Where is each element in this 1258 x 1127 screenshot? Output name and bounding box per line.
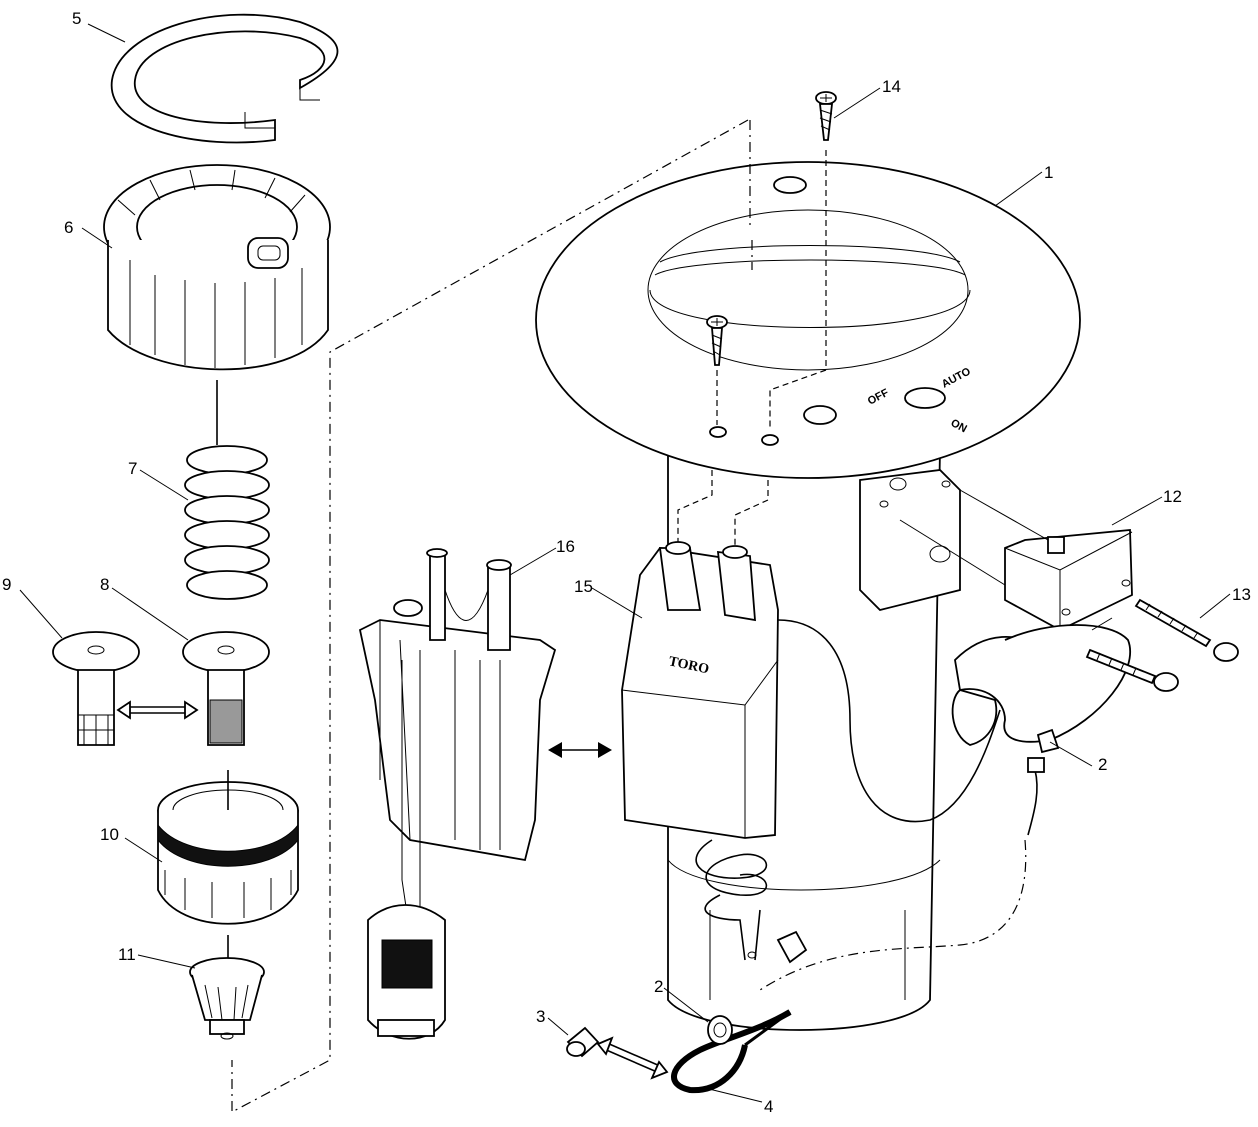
callout-4: 4: [764, 1097, 773, 1116]
part-14-screw-top: [815, 91, 837, 141]
leader-lines: [19, 23, 1231, 1103]
part-6-cap: [103, 164, 331, 371]
callout-labels: 5 6 7 8 9 10 11 14 1 12 13 16 15 2 2 3 4: [2, 9, 1251, 1116]
callout-7: 7: [128, 459, 137, 478]
part-10-valve-body: [157, 770, 299, 925]
cap-clip: [247, 237, 289, 269]
part-7-spring: [184, 445, 270, 600]
part-15-solenoid-module: TORO: [621, 541, 1001, 961]
part-11-inlet-screen: [189, 935, 265, 1040]
callout-11: 11: [118, 945, 136, 964]
part-2-cap: [707, 1015, 733, 1045]
swap-arrow-15-16: [548, 742, 612, 758]
swap-arrow-8-9: [116, 700, 199, 720]
callout-15: 15: [574, 577, 593, 596]
swap-arrow-3-4: [596, 1036, 669, 1080]
part-16-solenoid: [358, 548, 557, 1040]
part-1-body: [535, 161, 1081, 1031]
part-3-plug: [566, 1026, 600, 1058]
tube-route: [759, 839, 1027, 991]
part-4-tubing: [671, 1009, 792, 1094]
callout-14: 14: [882, 77, 901, 96]
group-boundary: [231, 119, 749, 1113]
callout-8: 8: [100, 575, 109, 594]
callout-16: 16: [556, 537, 575, 556]
callout-2-bottom: 2: [654, 977, 663, 996]
callout-5: 5: [72, 9, 81, 28]
part-14-screw-inner: [706, 315, 728, 366]
callout-10: 10: [100, 825, 119, 844]
callout-9: 9: [2, 575, 11, 594]
callout-13: 13: [1232, 585, 1251, 604]
screw-axis-lines: [677, 120, 827, 545]
callout-1: 1: [1044, 163, 1053, 182]
part-8-screen: [182, 631, 270, 746]
part-9-flow-control: [52, 631, 140, 746]
callout-2-right: 2: [1098, 755, 1107, 774]
callout-6: 6: [64, 218, 73, 237]
part-5-snap-ring: [111, 13, 339, 144]
part-13-screws: [1085, 598, 1239, 692]
callout-3: 3: [536, 1007, 545, 1026]
callout-12: 12: [1163, 487, 1182, 506]
part-12-selector-housing: [951, 529, 1133, 836]
